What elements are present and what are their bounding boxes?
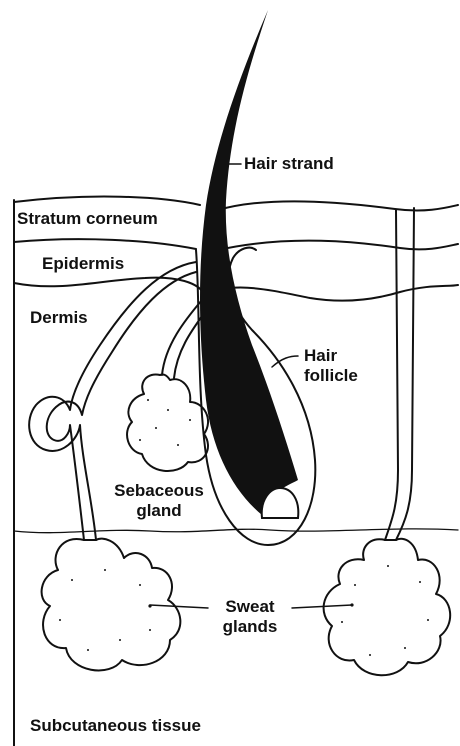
skin-surface-line	[14, 197, 200, 205]
gland-stipple-dot	[350, 603, 353, 606]
sweat-glands-leader-right	[292, 605, 352, 608]
gland-stipple-dot	[387, 565, 389, 567]
gland-stipple-dot	[147, 399, 149, 401]
hair-strand	[200, 10, 298, 515]
gland-stipple-dot	[87, 649, 89, 651]
sweat-glands-leader-left	[150, 605, 208, 608]
sweat-glands-label-line1: Sweat	[205, 597, 295, 617]
gland-stipple-dot	[139, 584, 141, 586]
gland-stipple-dot	[427, 619, 429, 621]
hair-strand-label: Hair strand	[244, 154, 334, 174]
gland-stipple-dot	[104, 569, 106, 571]
dermis-label: Dermis	[30, 308, 88, 328]
gland-stipple-dot	[167, 409, 169, 411]
gland-stipple-dot	[419, 581, 421, 583]
gland-stipple-dot	[148, 604, 151, 607]
subcutaneous-tissue-label: Subcutaneous tissue	[30, 716, 201, 736]
sebaceous-gland-label-line2: gland	[104, 501, 214, 521]
skin-surface-line-right	[218, 201, 458, 210]
stratum-corneum-label: Stratum corneum	[17, 209, 158, 229]
sebaceous-gland-label: Sebaceous gland	[104, 481, 214, 520]
right-sweat-duct-inner	[396, 208, 414, 540]
hair-follicle-label: Hair follicle	[304, 346, 358, 385]
hair-follicle-label-line1: Hair	[304, 346, 358, 366]
gland-stipple-dot	[119, 639, 121, 641]
gland-stipple-dot	[59, 619, 61, 621]
hair-follicle-label-line2: follicle	[304, 366, 358, 386]
sebaceous-gland-label-line1: Sebaceous	[104, 481, 214, 501]
gland-stipple-dot	[177, 444, 179, 446]
gland-stipple-dot	[149, 629, 151, 631]
epidermis-dermis-boundary-line-right	[205, 285, 458, 301]
gland-stipple-dot	[369, 654, 371, 656]
sebaceous-duct	[162, 300, 202, 375]
gland-stipple-dot	[354, 584, 356, 586]
epidermis-label: Epidermis	[42, 254, 124, 274]
gland-stipple-dot	[189, 419, 191, 421]
gland-stipple-dot	[404, 647, 406, 649]
sweat-glands-label: Sweat glands	[205, 597, 295, 636]
right-sweat-gland	[324, 539, 451, 675]
stratum-corneum-bottom-line	[14, 239, 196, 249]
gland-stipple-dot	[139, 439, 141, 441]
gland-stipple-dot	[71, 579, 73, 581]
gland-stipple-dot	[341, 621, 343, 623]
left-sweat-gland	[42, 539, 181, 671]
sebaceous-gland	[127, 374, 208, 471]
gland-stipple-dot	[155, 427, 157, 429]
sweat-glands-label-line2: glands	[205, 617, 295, 637]
right-sweat-duct-outer	[385, 210, 398, 540]
